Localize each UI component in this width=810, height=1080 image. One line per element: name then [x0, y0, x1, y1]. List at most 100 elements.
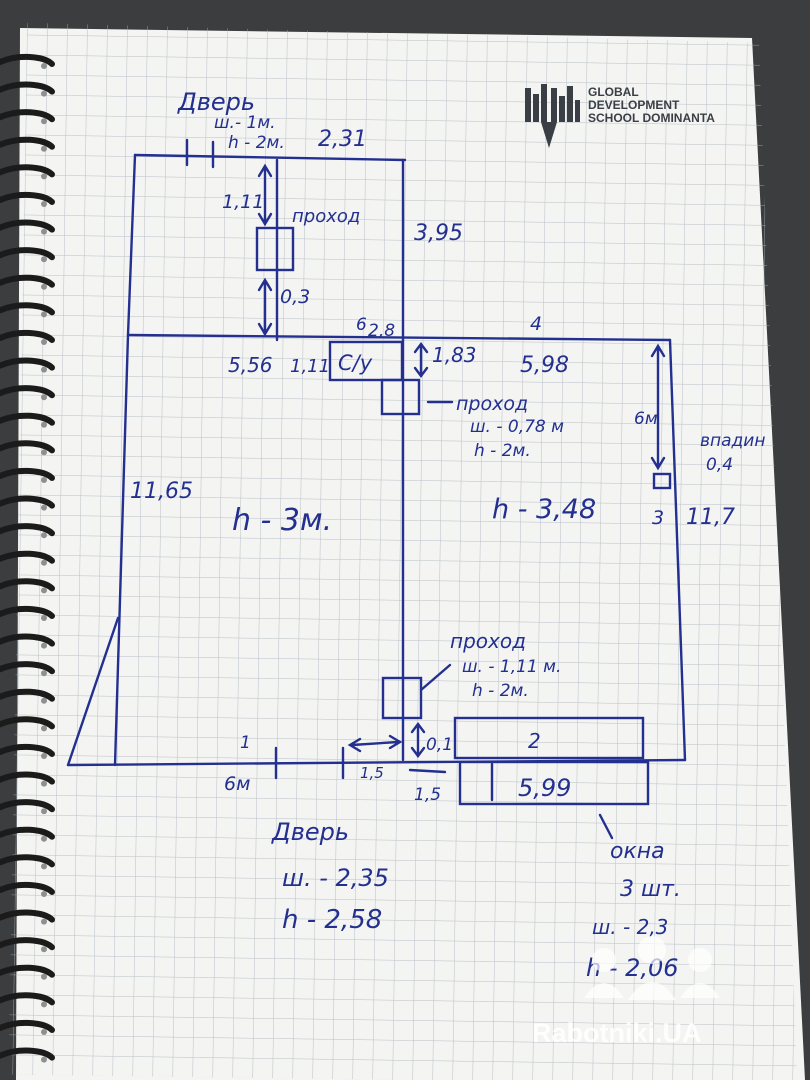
- dim-6m-right: 6м: [634, 409, 658, 429]
- spiral-ring: [0, 606, 55, 619]
- pass-mid-label: проход: [456, 393, 528, 415]
- spiral-ring: [0, 826, 55, 840]
- spiral-ring: [0, 274, 55, 288]
- dim-599: 5,99: [518, 774, 571, 802]
- spiral-ring: [0, 302, 55, 316]
- watermark-figures-icon: [584, 936, 720, 1000]
- spiral-hole: [41, 90, 47, 97]
- spiral-hole: [41, 753, 47, 759]
- window-box-upper: [453, 716, 645, 760]
- spiral-hole: [41, 173, 47, 180]
- logo-line-1: GLOBAL: [588, 85, 639, 99]
- low-pass-leader: [419, 663, 452, 692]
- spiral-hole: [41, 587, 47, 594]
- wc-box: [328, 340, 404, 382]
- dim-395: 3,95: [414, 221, 463, 246]
- arrow-6m: [650, 343, 666, 471]
- recess-box: [652, 472, 672, 490]
- windows-label: окна: [610, 839, 665, 864]
- dim-2: 2: [528, 729, 541, 753]
- spiral-ring: [0, 412, 55, 426]
- spiral-hole: [41, 918, 47, 925]
- spiral-ring: [0, 964, 55, 978]
- spiral-hole: [41, 780, 47, 787]
- top-pass-box: [255, 226, 295, 272]
- dim-1: 1: [240, 733, 251, 753]
- spiral-ring: [0, 909, 55, 923]
- dim-3: 3: [652, 507, 664, 529]
- mid-pass-box: [380, 378, 421, 416]
- left-main-wall: [113, 333, 130, 767]
- dim-15-line: [408, 768, 447, 774]
- door-bottom-height: h - 2,58: [282, 905, 382, 935]
- dim-111-top: 1,11: [222, 191, 264, 213]
- watermark: Rabotniki.UA: [532, 936, 720, 1048]
- height-right: h - 3,48: [492, 494, 596, 525]
- spiral-hole: [41, 283, 47, 290]
- spiral-ring: [0, 136, 55, 150]
- dim-28: 2,8: [368, 321, 395, 341]
- low-pass-box: [381, 676, 423, 720]
- spiral-ring: [0, 109, 55, 123]
- dim-15-low: 1,5: [414, 785, 441, 805]
- spiral-hole: [41, 421, 47, 428]
- spiral-ring: [0, 81, 55, 95]
- spiral-ring: [0, 744, 55, 757]
- dim-1165: 11,65: [130, 479, 193, 504]
- spiral-ring: [0, 992, 55, 1006]
- spiral-ring: [0, 330, 55, 343]
- spiral-ring: [0, 468, 55, 481]
- spiral-hole: [41, 394, 47, 401]
- spiral-hole: [41, 118, 47, 125]
- spiral-ring: [0, 440, 55, 454]
- spiral-hole: [41, 366, 47, 373]
- height-left: h - 3м.: [232, 503, 332, 538]
- pass-low-width: ш. - 1,11 м.: [462, 657, 561, 677]
- dim-6m-bottom: 6м: [224, 773, 250, 795]
- spiral-ring: [0, 578, 55, 592]
- spiral-hole: [41, 311, 47, 318]
- spiral-ring: [0, 799, 55, 813]
- dim-117: 11,7: [686, 505, 735, 530]
- watermark-text: Rabotniki.UA: [532, 1018, 702, 1048]
- pass-mid-height: h - 2м.: [474, 441, 531, 461]
- spiral-ring: [0, 550, 55, 564]
- windows-width: ш. - 2,3: [592, 915, 668, 939]
- dim-15-arrow: 1,5: [360, 764, 384, 782]
- door-top-height: h - 2м.: [228, 133, 285, 153]
- spiral-hole: [41, 256, 47, 263]
- spiral-ring: [0, 661, 55, 675]
- dim-6: 6: [356, 315, 367, 335]
- spiral-hole: [41, 63, 47, 69]
- spiral-ring: [0, 385, 55, 399]
- spiral-hole: [41, 1056, 47, 1063]
- spiral-hole: [41, 946, 47, 953]
- spiral-hole: [41, 145, 47, 152]
- spiral-hole: [41, 1029, 47, 1035]
- arrow-01: [410, 722, 426, 758]
- spiral-binding: [0, 54, 55, 1063]
- spiral-ring: [0, 54, 55, 67]
- door-bottom-label: Дверь: [271, 818, 349, 846]
- logo-line-3: SCHOOL DOMINANTA: [588, 111, 715, 125]
- pass-top-label: проход: [292, 206, 360, 227]
- dim-556: 5,56: [228, 353, 273, 377]
- spiral-ring: [0, 219, 55, 233]
- spiral-ring: [0, 771, 55, 785]
- pass-low-label: проход: [450, 629, 526, 653]
- spiral-hole: [41, 642, 47, 649]
- logo-line-2: DEVELOPMENT: [588, 98, 680, 112]
- spiral-hole: [41, 670, 47, 677]
- spiral-ring: [0, 882, 55, 895]
- school-logo: GLOBAL DEVELOPMENT SCHOOL DOMINANTA: [525, 84, 715, 148]
- dim-111-mid: 1,11: [290, 356, 330, 377]
- spiral-hole: [41, 725, 47, 732]
- left-door-diagonal: [66, 616, 120, 767]
- arrow-111-top: [257, 163, 273, 227]
- spiral-hole: [41, 835, 47, 842]
- dim-01: 0,1: [426, 735, 453, 755]
- spiral-hole: [41, 477, 47, 483]
- spiral-hole: [41, 201, 47, 207]
- recess-label: впадин: [700, 431, 765, 451]
